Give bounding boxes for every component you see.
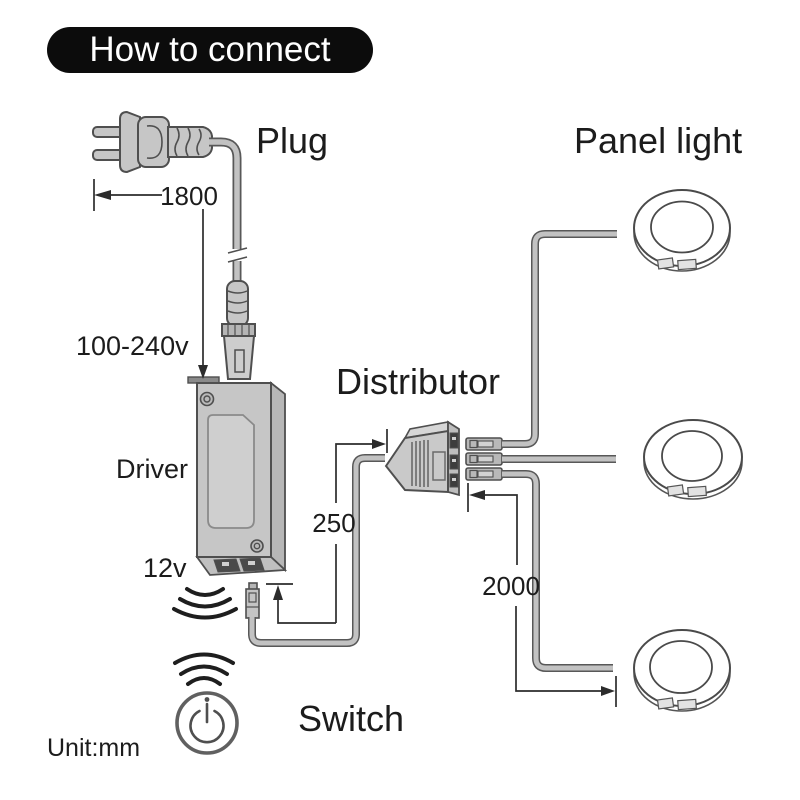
plug-cable — [209, 137, 248, 282]
distributor-label: Distributor — [336, 361, 501, 402]
dimension-250 — [266, 429, 388, 624]
panel-light-label: Panel light — [574, 120, 743, 161]
unit-note: Unit:mm — [47, 734, 141, 762]
light-clip — [687, 485, 707, 498]
power-plug-icon — [92, 110, 213, 174]
plug-face — [119, 110, 141, 174]
switch-label: Switch — [298, 698, 405, 739]
wifi-waves-switch-icon — [173, 652, 235, 686]
plug-body-groove — [146, 125, 163, 159]
driver-input-connector — [221, 280, 256, 380]
light-clip — [666, 484, 685, 497]
power-icon — [189, 702, 225, 744]
light-clip — [656, 697, 675, 710]
distributor-front-face — [384, 429, 449, 494]
driver-side-face — [270, 381, 286, 573]
wifi-waves-driver-icon — [172, 587, 238, 620]
distributor-unit — [384, 420, 460, 497]
dimension-2000-value: 2000 — [482, 571, 540, 601]
connector-collar — [221, 323, 256, 337]
plug-label: Plug — [256, 120, 329, 161]
collar-hatch — [227, 325, 250, 335]
connector-window — [234, 349, 245, 373]
light-connector — [465, 452, 503, 466]
light-cables — [502, 230, 617, 672]
dimension-1800 — [93, 179, 208, 379]
panel-light-icon — [633, 189, 731, 272]
cable-break-mark — [227, 247, 248, 263]
dimension-1800-value: 1800 — [160, 181, 218, 211]
light-clip — [677, 258, 697, 271]
light-connector — [465, 437, 503, 451]
driver-output-plug — [245, 582, 260, 619]
driver-label: Driver — [116, 454, 188, 484]
driver-to-distributor-cable — [248, 454, 385, 647]
distributor-port — [449, 432, 459, 449]
driver-screw — [250, 539, 264, 553]
input-voltage-label: 100-240v — [76, 331, 189, 361]
light-clip — [677, 698, 697, 711]
driver-unit — [187, 376, 288, 576]
panel-light-icon — [633, 629, 731, 712]
plug-strain-ridges — [174, 127, 202, 157]
panel-light-icon — [643, 419, 743, 500]
distributor-label-plate — [432, 451, 446, 481]
light-clip — [656, 257, 675, 270]
driver-label-panel — [207, 414, 255, 529]
touch-switch-icon — [175, 691, 239, 755]
driver-screw — [199, 391, 215, 407]
dimension-2000 — [467, 483, 617, 707]
distributor-vents — [411, 440, 429, 487]
light-cable-connectors — [465, 437, 503, 481]
barrel-ridges — [227, 290, 248, 314]
output-voltage-label: 12v — [143, 553, 187, 583]
dimension-250-value: 250 — [312, 508, 356, 538]
plug-body — [137, 116, 170, 168]
title-banner: How to connect — [47, 27, 373, 73]
light-connector — [465, 467, 503, 481]
connector-body — [222, 335, 256, 380]
